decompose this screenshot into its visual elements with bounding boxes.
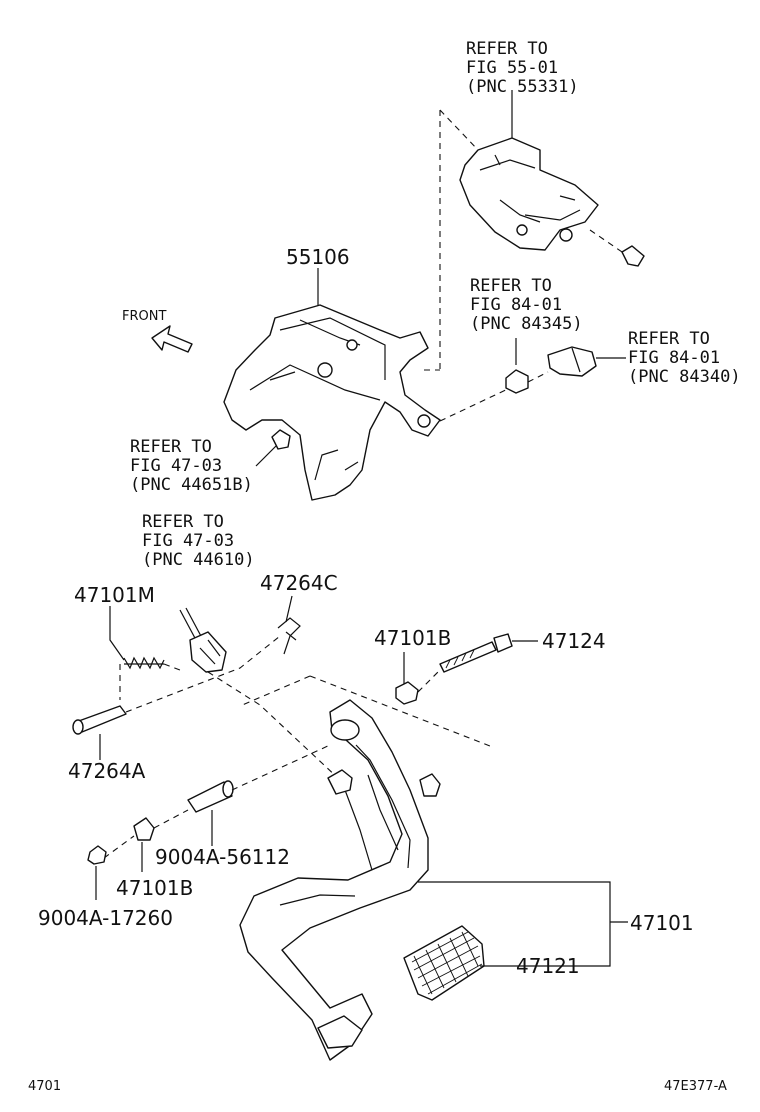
- ref-fig47b-line3: (PNC 44610): [142, 550, 255, 570]
- ref-fig55-line2: FIG 55-01: [466, 58, 558, 78]
- bolt-drawing: [439, 633, 513, 673]
- ref-fig84b-line1: REFER TO: [628, 329, 710, 349]
- ref-fig84b-line2: FIG 84-01: [628, 348, 720, 368]
- ref-fig55: REFER TO FIG 55-01 (PNC 55331): [466, 39, 579, 97]
- spring-drawing: [123, 656, 165, 670]
- pin-drawing: [72, 705, 127, 735]
- ref-fig47a-line2: FIG 47-03: [130, 456, 222, 476]
- ref-fig55-line3: (PNC 55331): [466, 77, 579, 97]
- part-47101-label: 47101: [630, 911, 694, 935]
- pedal-bracket-drawing: [223, 304, 441, 501]
- ref-fig47b-line2: FIG 47-03: [142, 531, 234, 551]
- part-9004A-17260-label: 9004A-17260: [38, 906, 173, 930]
- footer-left-code: 4701: [28, 1079, 61, 1094]
- part-47264A-label: 47264A: [68, 759, 146, 783]
- part-47101B-bottom-label: 47101B: [116, 876, 193, 900]
- ref-fig84b-line3: (PNC 84340): [628, 367, 741, 387]
- ref-fig47b: REFER TO FIG 47-03 (PNC 44610): [142, 512, 255, 570]
- ref-fig47a-line1: REFER TO: [130, 437, 212, 457]
- ref-fig84b: REFER TO FIG 84-01 (PNC 84340): [628, 329, 741, 387]
- switch-drawing: [505, 346, 597, 394]
- bushing-top-drawing: [395, 681, 419, 705]
- front-label: FRONT: [122, 309, 166, 324]
- part-47101M-label: 47101M: [74, 583, 155, 607]
- upper-bracket-drawing: [459, 137, 645, 267]
- part-9004A-56112-label: 9004A-56112: [155, 845, 290, 869]
- clevis-drawing: [179, 607, 227, 673]
- ref-fig84a-line3: (PNC 84345): [470, 314, 583, 334]
- front-arrow-icon: [151, 325, 193, 353]
- ref-fig84a: REFER TO FIG 84-01 (PNC 84345): [470, 276, 583, 334]
- ref-fig47b-line1: REFER TO: [142, 512, 224, 532]
- ref-fig84a-line1: REFER TO: [470, 276, 552, 296]
- part-47101B-top-label: 47101B: [374, 626, 451, 650]
- brake-pedal-drawing: [239, 699, 441, 1061]
- part-47124-label: 47124: [542, 629, 606, 653]
- nut-drawing: [87, 845, 107, 865]
- ref-fig55-line1: REFER TO: [466, 39, 548, 59]
- pedal-pad-drawing: [403, 925, 485, 1001]
- part-47121-label: 47121: [516, 954, 580, 978]
- footer-right-code: 47E377-A: [664, 1079, 727, 1094]
- collar-drawing: [187, 780, 234, 813]
- ref-fig47a: REFER TO FIG 47-03 (PNC 44651B): [130, 437, 253, 495]
- part-55106-label: 55106: [286, 245, 350, 269]
- bushing-bottom-drawing: [133, 817, 155, 841]
- ref-fig47a-line3: (PNC 44651B): [130, 475, 253, 495]
- part-47264C-label: 47264C: [260, 571, 338, 595]
- ref-fig84a-line2: FIG 84-01: [470, 295, 562, 315]
- clip-drawing: [277, 617, 301, 655]
